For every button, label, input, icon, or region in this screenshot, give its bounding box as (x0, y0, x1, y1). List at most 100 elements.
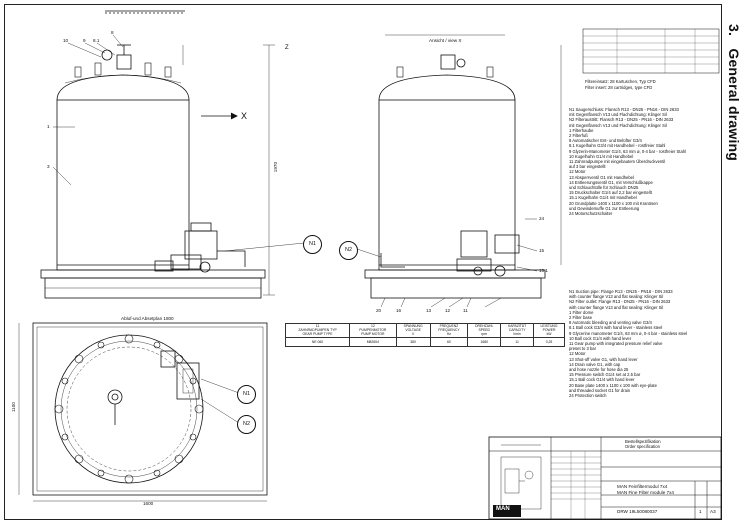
spec-value-cell: 380 (395, 336, 431, 347)
spec-value-cell: 11 (500, 336, 535, 347)
section-number: 3. (726, 24, 742, 37)
filter-insert-de: Filtereinsatz: 28 Kartuschen, Typ CFD (585, 79, 656, 84)
legend-line: 8 Automatischer Ent- und Belüfter G3/4 (569, 138, 642, 144)
callout-n2-top: N2 (237, 415, 256, 434)
legend-line: 24 Motorschutzschalter (569, 211, 613, 217)
spec-header-text: 12 (370, 324, 375, 328)
part-label-11: 11 (463, 308, 468, 313)
part-label-16: 16 (396, 308, 402, 313)
legend-line: 11 Zahnradpumpe mit eingebautem Überdruc… (569, 159, 666, 165)
legend-line: N2 Filter outlet: Flange R13 - DN25 - PN… (569, 299, 671, 305)
legend-line: 20 Grundplatte 1400 x 1100 x 100 mit Kra… (569, 200, 658, 206)
legend-line: 24 Protection switch (569, 393, 607, 399)
legend-line: N2 Filteraustritt: Flansch R13 - DN25 - … (569, 117, 674, 123)
view-x-label: Ansicht / view X (429, 38, 462, 43)
legend-line: 14 Drain valve G1, with cap (569, 361, 621, 367)
legend-german: N1 Saugerschluss: Flansch R13 - DN25 - P… (569, 107, 686, 216)
legend-line: with counter flange V13 and flat sealing… (569, 294, 664, 300)
spec-header-text: FREQUENCY (438, 328, 460, 333)
legend-line: auf 3 bar eingestellt (569, 164, 606, 170)
part-label-15-1: 15.1 (539, 268, 548, 273)
legend-line: 8.1 Ball cock G3/4 with hand lever - sta… (569, 325, 663, 331)
part-label-8-1: 8.1 (93, 38, 100, 43)
part-label-20: 20 (376, 308, 382, 313)
title-line-2: MAN Fine Filter module 7x4 (617, 490, 674, 495)
legend-line: N1 Saugerschluss: Flansch R13 - DN25 - P… (569, 107, 679, 112)
legend-line: 8 Automatic bleeding and venting valve G… (569, 320, 652, 326)
spec-value-cell: 1680 (467, 336, 502, 347)
legend-line: preset to 3 bar (569, 346, 597, 352)
spec-header-text: VOLTAGE (405, 328, 421, 333)
section-heading: 3. General drawing (722, 0, 750, 524)
spec-header-text: ZAHNRADPUMPEN TYP (298, 328, 337, 333)
legend-line: and threaded socket G1 for drain (569, 387, 631, 393)
spec-value-cell: NE 060 (284, 336, 351, 347)
spec-header-text: 11 (315, 324, 320, 328)
spec-header-text: FREQUENZ (439, 324, 459, 328)
legend-line: mit Gegenflansch V13 und Flachdichtung: … (569, 122, 667, 128)
spec-header-text: PUMP MOTOR (361, 332, 385, 337)
part-label-1: 1 (47, 124, 50, 129)
dim-height: 1970 (273, 161, 279, 173)
bestellspez-label: Bestellspezifikation (625, 439, 661, 444)
part-label-15: 15 (539, 248, 545, 253)
legend-line: and hose nozzle for hose dia 25 (569, 367, 629, 373)
technical-drawing (18, 10, 722, 520)
legend-line: 15 Druckschalter G1/4 auf 2,2 bar einges… (569, 190, 652, 196)
legend-line: 20 Base plate 1400 x 1100 x 100 with eye… (569, 382, 657, 388)
filter-insert-en: Filter insert: 28 cartridges, type CFD (585, 85, 653, 90)
legend-line: 13 Shut-off valve G1, with hand lever (569, 356, 638, 362)
legend-line: 2 Filterfuß (569, 133, 588, 139)
legend-line: 12 Motor (569, 351, 586, 357)
drawing-number: DRW 19L50080037 (617, 509, 658, 514)
legend-line: und Gewindemuffe G1 zur Entleerung (569, 205, 640, 211)
legend-line: 10 Kugelhahn G1/4 mit Handhebel (569, 153, 634, 159)
part-label-10: 10 (63, 38, 69, 43)
legend-line: 12 Motor (569, 169, 586, 175)
legend-line: 1 Filter dome (569, 309, 594, 315)
dim-base: 1600 (143, 501, 154, 506)
legend-line: with counter flange V13 and flat sealing… (569, 304, 664, 310)
spec-header-text: V (412, 332, 415, 337)
legend-line: 15.1 Ball cock G1/4 with hand lever (569, 377, 635, 383)
legend-line: und Schlauchtülle für Schlauch DN25 (569, 185, 639, 191)
man-logo: MAN (496, 506, 510, 512)
spec-header-text: KAPAZITÄT (508, 324, 527, 328)
z-marker: Z (285, 45, 289, 51)
part-label-3: 3 (47, 164, 50, 169)
section-title: General drawing (726, 48, 742, 162)
spec-header-text: Hz (446, 332, 452, 337)
title-line-1: MAN Feinfiltermodul 7x4 (617, 484, 668, 489)
spec-value-cell: 60 (429, 336, 469, 347)
spec-header-text: l/min (513, 332, 521, 337)
spec-header-text: GEAR PUMP TYPE (302, 332, 333, 337)
legend-line: 15 Pressure switch G1/4 set at 2.5 bar (569, 372, 641, 378)
spec-value-cell: M82654 (349, 336, 397, 347)
drawing-sheet: N1 N2 N1 N2 Ansicht / view X Abluf-und A… (4, 4, 722, 520)
legend-line: 10 Ball cock G1/4 with hand lever (569, 335, 632, 341)
legend-line: 11 Gear pump with integrated pressure re… (569, 341, 663, 347)
legend-line: 13 Absperrventil G1 mit Handhebel (569, 174, 634, 180)
legend-line: 15.1 Kugelhahn G1/4 mit Handhebel (569, 195, 637, 201)
legend-line: 9 Glyzerin-Manometer G1/4, 63 mm ø, 0-4 … (569, 148, 687, 154)
spec-header-text: DREHZAHL (475, 324, 494, 328)
spec-header-text: kW (546, 332, 552, 337)
sheet-size: A3 (710, 509, 716, 514)
legend-line: 1 Filterhaube (569, 127, 594, 133)
legend-line: 9 Glycerine manometer G1/4, 63 mm ø, 0-4… (569, 330, 688, 336)
top-view-label: Abluf-und Absetplan 1800 (121, 316, 174, 321)
callout-n1: N1 (303, 235, 322, 254)
x-marker: X (241, 111, 248, 121)
order-spec-label: Order specification (625, 444, 660, 449)
dim-depth: 1100 (10, 402, 16, 413)
spec-header-text: PUMPENMOTOR (359, 328, 387, 333)
